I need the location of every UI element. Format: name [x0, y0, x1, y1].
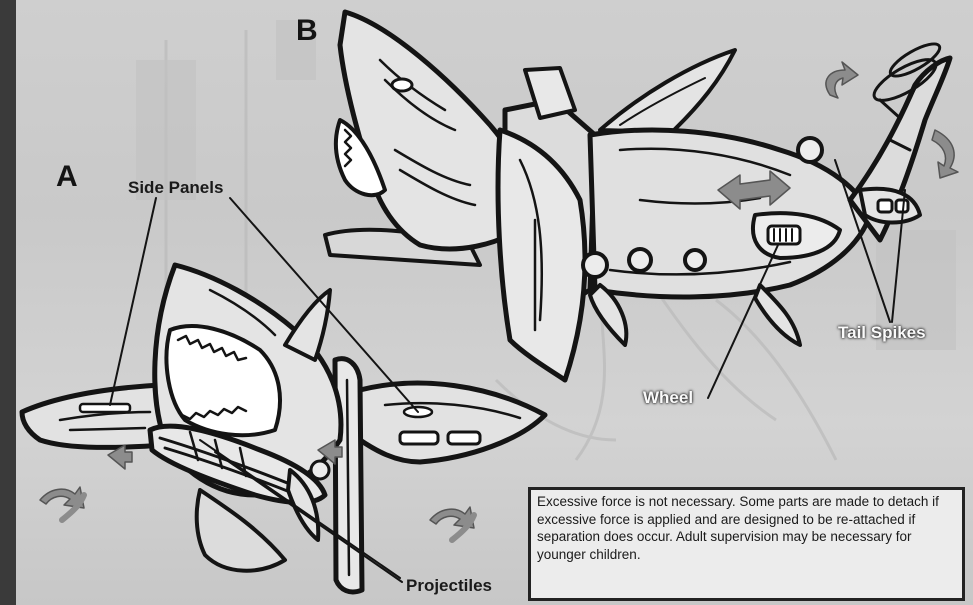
rotate-arrows-icon	[40, 487, 84, 520]
rotate-arrows-icon	[430, 507, 474, 540]
side-panels-callout: Side Panels	[128, 178, 223, 198]
figure-a-label: A	[56, 160, 79, 194]
curved-arrow-icon	[826, 62, 858, 98]
curved-arrow-icon	[932, 130, 958, 178]
safety-warning-box: Excessive force is not necessary. Some p…	[528, 487, 965, 601]
tail-spikes-callout: Tail Spikes	[838, 323, 926, 343]
figure-b-label: B	[296, 14, 319, 48]
safety-warning-text: Excessive force is not necessary. Some p…	[537, 493, 956, 563]
projectiles-callout: Projectiles	[406, 576, 492, 596]
wheel-callout: Wheel	[643, 388, 693, 408]
